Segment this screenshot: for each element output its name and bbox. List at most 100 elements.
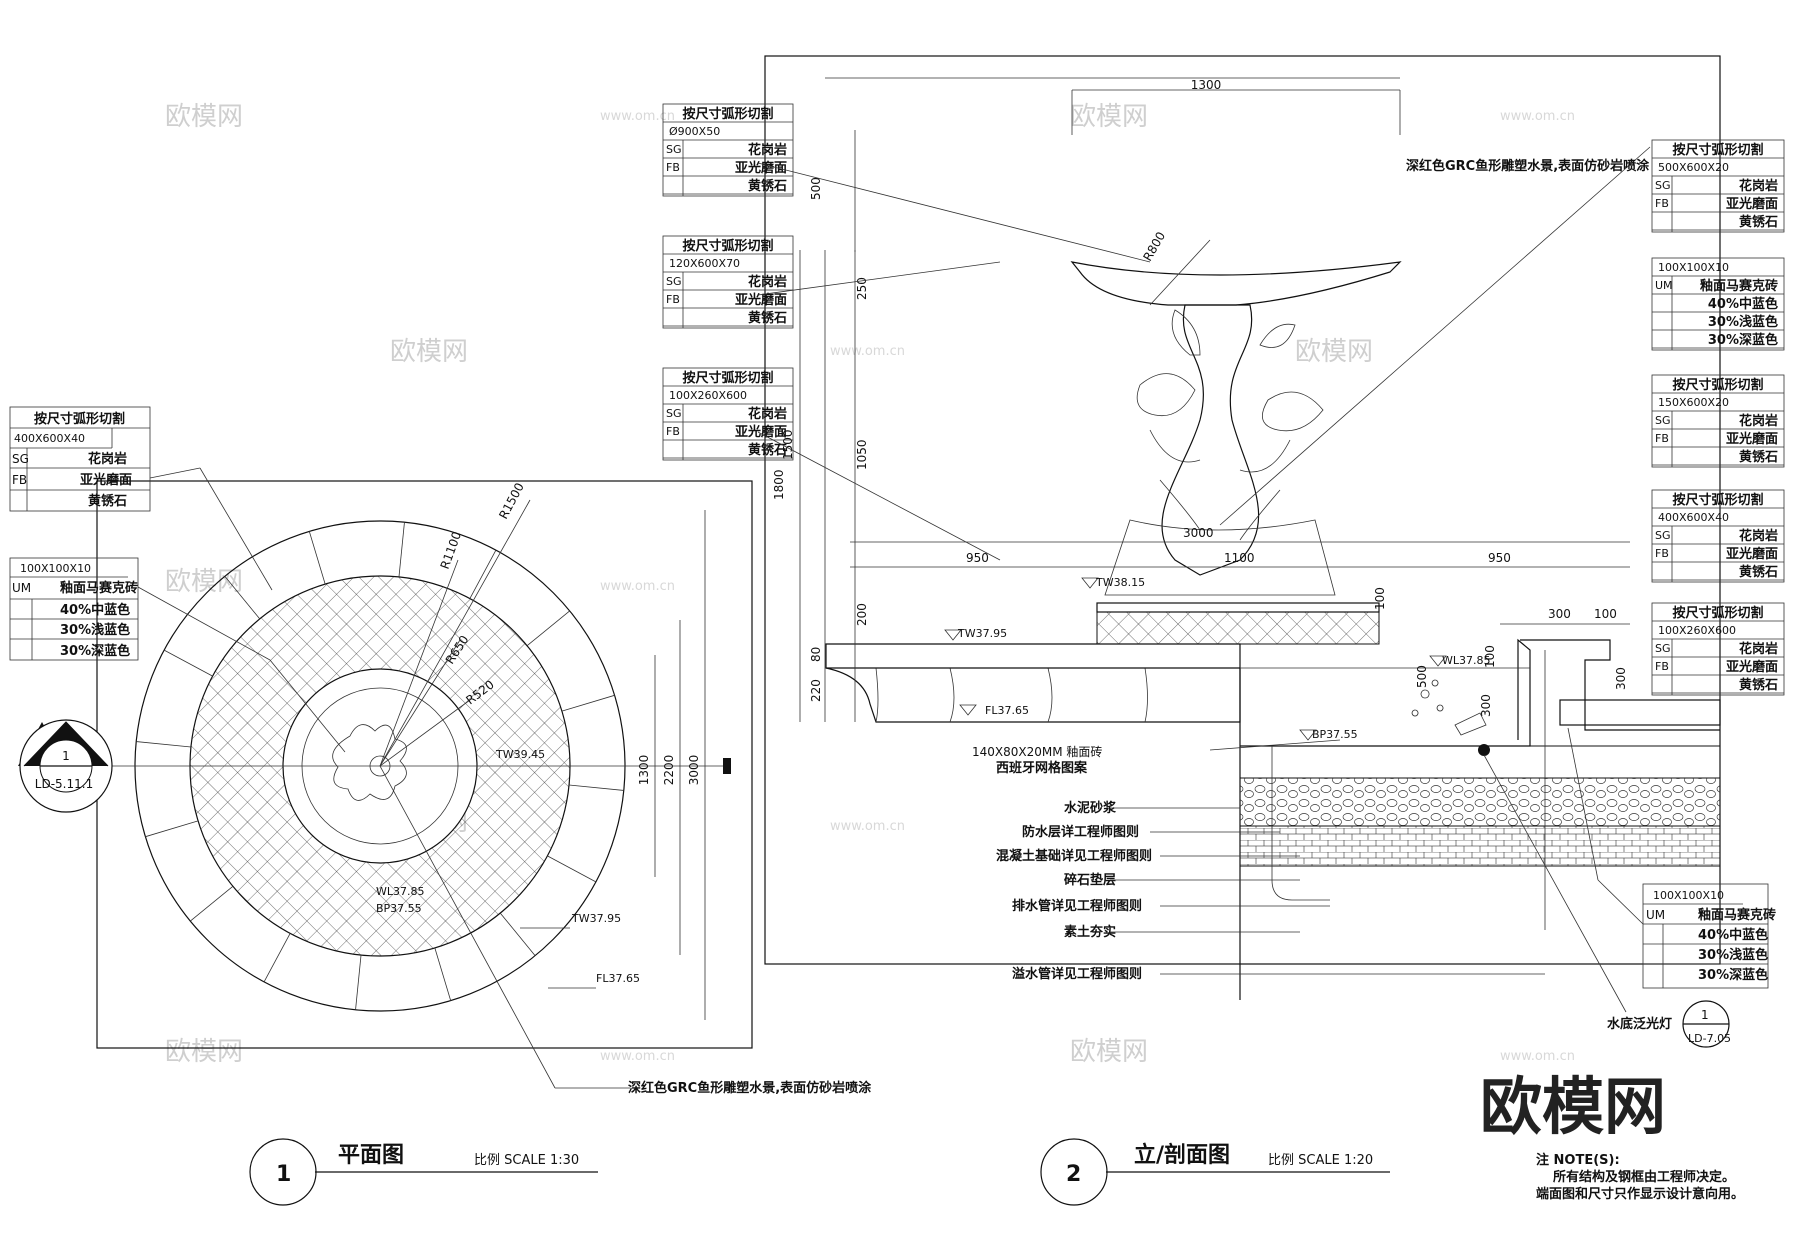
paving-joint [263, 933, 291, 983]
dim-label: 300 [1548, 607, 1571, 621]
watermark-text: 欧模网 [1070, 102, 1148, 132]
svg-text:UM: UM [12, 581, 31, 595]
dim-label: 500 [809, 177, 823, 200]
svg-text:溢水管详见工程师图则: 溢水管详见工程师图则 [1012, 966, 1142, 982]
pool-coping [1520, 639, 1720, 731]
paving-joints [136, 522, 624, 1010]
section-right-table-material: 黄锈石 [1739, 677, 1778, 693]
radius-label: R1100 [438, 530, 464, 571]
dim-label: 300 [1479, 694, 1493, 717]
level-label: TW37.95 [571, 912, 621, 925]
section-end-mark [723, 758, 731, 774]
paving-joint [526, 610, 570, 647]
section-right-table-material: 亚光磨面 [1726, 431, 1778, 447]
svg-text:1: 1 [1701, 1008, 1709, 1022]
dim-label: 1300 [1191, 78, 1222, 92]
dim-label: 100 [1483, 645, 1497, 668]
dim-label: 250 [855, 277, 869, 300]
svg-text:防水层详工程师图则: 防水层详工程师图则 [1022, 824, 1139, 840]
general-notes: 注 NOTE(S): 所有结构及钢框由工程师决定。 端面图和尺寸只作显示设计意向… [1536, 1152, 1744, 1202]
paving-joint [224, 576, 261, 620]
section-left-table-size: 100X260X600 [669, 389, 747, 402]
section-right-table-material: 黄锈石 [1739, 214, 1778, 230]
svg-text:30%深蓝色: 30%深蓝色 [60, 643, 130, 659]
section-left-table-material: 亚光磨面 [735, 292, 787, 308]
svg-text:30%浅蓝色: 30%浅蓝色 [60, 622, 130, 638]
paving-joint [499, 912, 536, 956]
svg-text:釉面马赛克砖: 釉面马赛克砖 [1698, 907, 1776, 923]
section-bottom-table: 100X100X10 UM 釉面马赛克砖 40%中蓝色 30%浅蓝色 30%深蓝… [1642, 883, 1776, 989]
section-right-table-code: SG [1655, 529, 1671, 542]
section-left-table-material: 花岗岩 [748, 142, 787, 158]
svg-text:1: 1 [276, 1162, 291, 1187]
section-right-table-header: 按尺寸弧形切割 [1672, 142, 1763, 158]
svg-text:立/剖面图: 立/剖面图 [1134, 1142, 1230, 1168]
section-left-table-header: 按尺寸弧形切割 [682, 238, 773, 254]
level-label: WL37.85 [376, 885, 425, 898]
section-right-table-material: 30%深蓝色 [1708, 332, 1778, 348]
soil-layer [1239, 825, 1721, 867]
dim-label: 500 [1415, 665, 1429, 688]
section-right-table-material: 亚光磨面 [1726, 546, 1778, 562]
tile-note-2: 西班牙网格图案 [996, 760, 1088, 776]
paving-joint [163, 649, 213, 677]
fish-sculpture-plan [332, 724, 407, 801]
dim-label: 200 [855, 603, 869, 626]
dim-label: 100 [1373, 587, 1387, 610]
light-fixture-icon [1478, 744, 1490, 756]
watermark-text: 欧模网 [165, 102, 243, 132]
level-label: TW37.95 [957, 627, 1007, 640]
section-left-table-code: SG [666, 407, 682, 420]
section-right-table-material: 30%浅蓝色 [1708, 314, 1778, 330]
section-left-table-code: FB [666, 293, 680, 306]
section-left-table-code: FB [666, 425, 680, 438]
watermark-site: www.om.cn [1500, 1049, 1575, 1064]
section-right-table-material: 花岗岩 [1739, 641, 1778, 657]
svg-text:水泥砂浆: 水泥砂浆 [1064, 800, 1117, 816]
paving-joint [190, 885, 234, 922]
section-right-table-code: UM [1655, 279, 1673, 292]
svg-text:100X100X10: 100X100X10 [1653, 889, 1724, 902]
section-right-table-material: 花岗岩 [1739, 413, 1778, 429]
watermark-text: 欧模网 [1295, 337, 1373, 367]
svg-text:排水管详见工程师图则: 排水管详见工程师图则 [1012, 898, 1142, 914]
svg-text:水底泛光灯: 水底泛光灯 [1607, 1016, 1672, 1032]
svg-text:釉面马赛克砖: 釉面马赛克砖 [60, 580, 138, 596]
radius-label: R800 [1140, 229, 1168, 263]
paving-joint [136, 741, 191, 748]
plan-table-mosaic: 100X100X10 UM 釉面马赛克砖 40%中蓝色 30%浅蓝色 30%深蓝… [9, 557, 139, 661]
section-left-table-size: 120X600X70 [669, 257, 740, 270]
section-right-table-header: 按尺寸弧形切割 [1672, 492, 1763, 508]
level-label: TW38.15 [1095, 576, 1145, 589]
dim-label: 100 [1594, 607, 1617, 621]
section-right-table-code: FB [1655, 432, 1669, 445]
watermark-site: www.om.cn [600, 579, 675, 594]
basin-bowl [1070, 261, 1402, 306]
paving-joint [569, 784, 624, 791]
paving-joint [308, 531, 326, 585]
section-marker-ref: LD-5.11.1 [35, 777, 93, 791]
svg-text:LD-7.05: LD-7.05 [1688, 1032, 1731, 1045]
dim-label: 3000 [1183, 526, 1214, 540]
plan-view: 1 LD-5.11.1 R1500 R1100 R650 R520 1300 2… [9, 406, 872, 1206]
section-right-table-material: 花岗岩 [1739, 528, 1778, 544]
section-marker-num: 1 [62, 749, 70, 763]
section-right-table-size: 100X260X600 [1658, 624, 1736, 637]
dim-label: 950 [966, 551, 989, 565]
watermark-site: www.om.cn [1500, 109, 1575, 124]
section-left-table-material: 亚光磨面 [735, 160, 787, 176]
section-title-block: 2 立/剖面图 比例 SCALE 1:20 [1040, 1138, 1390, 1206]
dim-label: 300 [1614, 667, 1628, 690]
section-right-table-size: 400X600X40 [1658, 511, 1729, 524]
section-right-table-code: FB [1655, 197, 1669, 210]
dim-label: 80 [809, 647, 823, 662]
watermark-text: 欧模网 [165, 1037, 243, 1067]
section-right-table-code: FB [1655, 660, 1669, 673]
section-right-table-code: SG [1655, 179, 1671, 192]
tile-note-1: 140X80X20MM 釉面砖 [972, 744, 1102, 759]
svg-text:40%中蓝色: 40%中蓝色 [60, 602, 130, 618]
plan-table-stone: 按尺寸弧形切割 400X600X40 SG 花岗岩 FB 亚光磨面 黄锈石 [9, 406, 151, 512]
svg-text:平面图: 平面图 [338, 1143, 404, 1168]
